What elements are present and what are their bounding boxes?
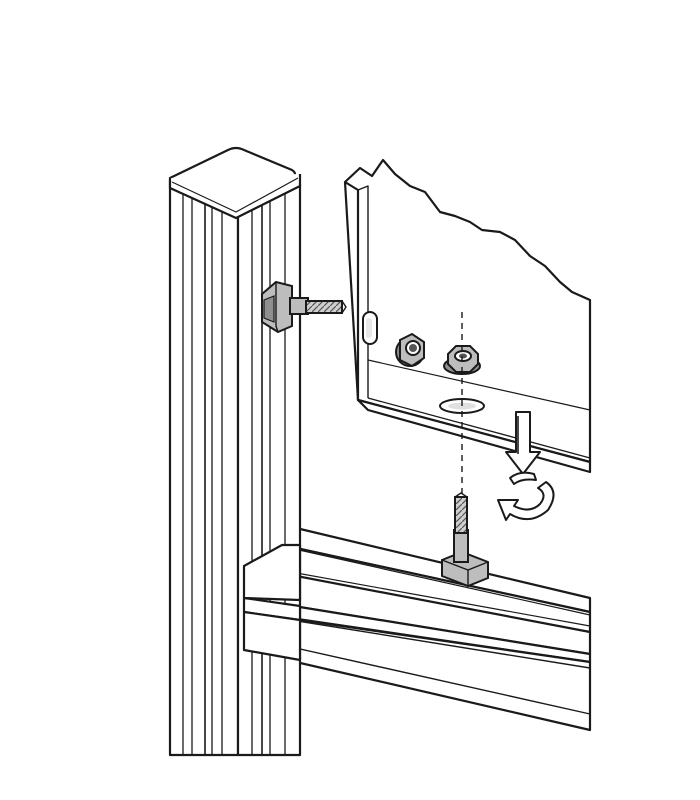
horizontal-aluminium-rail <box>242 526 592 732</box>
down-arrow <box>505 411 541 475</box>
vertical-aluminium-post <box>168 178 302 757</box>
t-slot-bolt-on-rail <box>441 492 489 588</box>
sheet-metal-panel <box>343 158 592 474</box>
rail-front-overlap <box>242 543 302 662</box>
flange-nut-mounted <box>395 332 425 368</box>
rotation-arrow <box>497 471 555 521</box>
post-end-cap <box>168 146 302 220</box>
slotted-hole-side <box>362 311 378 345</box>
t-slot-bolt-on-post <box>261 280 347 334</box>
